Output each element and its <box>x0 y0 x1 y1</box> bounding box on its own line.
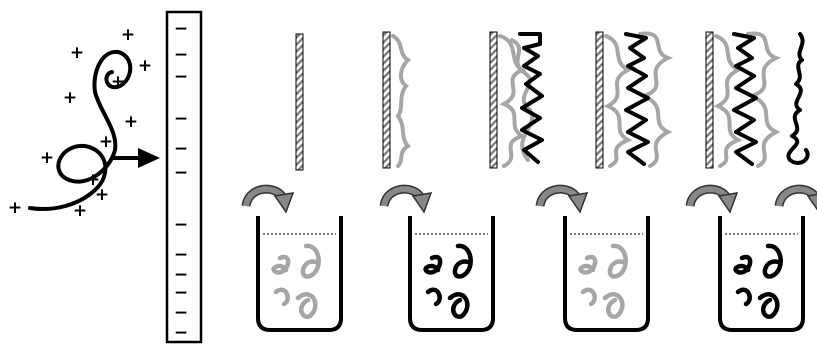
substrate-slide <box>705 31 714 169</box>
beaker-outline <box>563 216 650 332</box>
plus-sign: + <box>124 112 138 132</box>
minus-sign: − <box>174 215 188 235</box>
plus-sign: + <box>111 72 125 92</box>
transfer-arrow <box>774 184 817 211</box>
beaker-polyanion <box>256 216 343 332</box>
substrate-two-layers <box>489 31 544 169</box>
minus-sign: − <box>174 139 188 159</box>
plus-sign: + <box>40 148 54 168</box>
substrate-four-layers <box>705 31 810 169</box>
substrate-slide <box>489 31 498 169</box>
polyanion-layer-1 <box>713 34 743 168</box>
polymer-coil <box>273 287 290 307</box>
polymer-coil <box>578 254 598 275</box>
minus-sign: − <box>174 19 188 39</box>
polymer-coil <box>733 254 753 275</box>
plus-sign: + <box>99 132 113 152</box>
beaker-polycation <box>718 216 805 332</box>
polyanion-layer-1 <box>391 34 412 168</box>
polymer-coil <box>735 287 752 307</box>
polymer-coil <box>757 292 780 319</box>
negative-charges: −−−−−−−−−−−− <box>174 19 188 343</box>
substrate-slide <box>295 33 304 171</box>
positive-charges: ++++++++++++ <box>8 25 152 221</box>
plus-sign: + <box>121 25 135 45</box>
polyanion-layer-1 <box>603 34 633 168</box>
substrate-bare <box>295 33 304 171</box>
beaker-polycation <box>408 216 495 332</box>
transfer-arrow <box>241 184 295 214</box>
transfer-arrows <box>241 184 817 214</box>
polymer-coil <box>295 292 318 319</box>
polymer-coil <box>762 243 783 279</box>
minus-sign: − <box>174 109 188 129</box>
charged-substrate <box>165 10 203 344</box>
beaker-outline <box>718 216 805 332</box>
polymer-coil <box>452 243 473 279</box>
polymer-coil <box>300 243 321 279</box>
minus-sign: − <box>174 245 188 265</box>
polymer-coil <box>580 287 597 307</box>
polycation-layer-2 <box>624 32 650 166</box>
polycation-layer-2 <box>732 32 758 166</box>
polycation-chain <box>28 49 140 211</box>
substrate-slide <box>595 31 604 169</box>
polymer-coil <box>447 292 470 319</box>
polymer-coil <box>425 287 442 307</box>
substrate-three-layers <box>595 31 674 169</box>
plus-sign: + <box>73 201 87 221</box>
polycation-layer-4 <box>786 32 810 165</box>
minus-sign: − <box>174 265 188 285</box>
plus-sign: + <box>95 185 109 205</box>
substrate-slide <box>382 31 391 169</box>
transfer-arrow <box>379 184 433 214</box>
polymer-coil <box>271 254 291 275</box>
plus-sign: + <box>8 198 22 218</box>
plus-sign: + <box>86 170 100 190</box>
substrate-one-layer <box>382 31 412 169</box>
minus-sign: − <box>174 303 188 323</box>
beaker-outline <box>408 216 495 332</box>
polycation-layer-2 <box>518 32 544 164</box>
plus-sign: + <box>138 56 152 76</box>
minus-sign: − <box>174 67 188 87</box>
transfer-arrow <box>535 184 589 214</box>
polymer-coil <box>607 243 628 279</box>
solution-beakers <box>256 216 805 332</box>
polyanion-layer-1 <box>498 34 527 168</box>
plus-sign: + <box>70 43 84 63</box>
polymer-coil <box>602 292 625 319</box>
minus-sign: − <box>174 283 188 303</box>
minus-sign: − <box>174 163 188 183</box>
transfer-arrow <box>685 184 739 214</box>
minus-sign: − <box>174 323 188 343</box>
adsorption-arrowhead <box>138 148 160 168</box>
minus-sign: − <box>174 45 188 65</box>
plus-sign: + <box>63 88 77 108</box>
beaker-polyanion <box>563 216 650 332</box>
polymer-coil <box>423 254 443 275</box>
beaker-outline <box>256 216 343 332</box>
